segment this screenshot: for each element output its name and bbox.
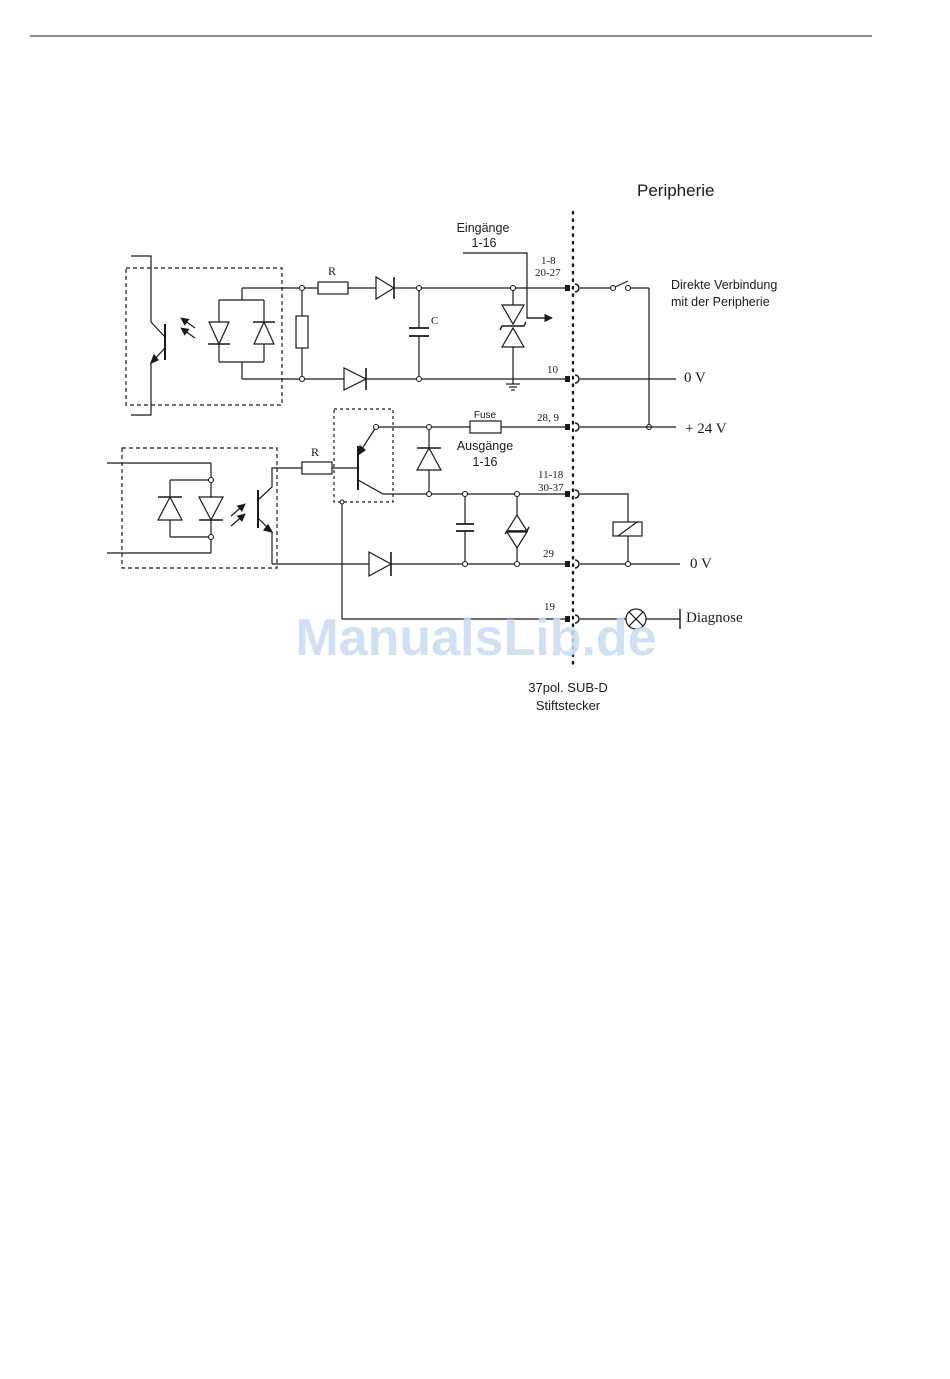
peripherie-label: Peripherie <box>637 181 715 200</box>
outputs-label-1: Ausgänge <box>457 439 513 453</box>
output-fuse <box>470 421 501 433</box>
output-circuit <box>107 409 680 629</box>
input-resistor <box>318 282 348 294</box>
input-circuit <box>126 253 676 427</box>
input-led-diode-1 <box>209 322 229 344</box>
input-resistor-label: R <box>328 264 336 278</box>
output-0v-pin-label: 29 <box>543 548 555 560</box>
outputs-label-2: 1-16 <box>472 455 497 469</box>
output-tvs-diode-bottom <box>507 532 527 548</box>
output-freewheel-diode <box>417 448 441 470</box>
inputs-label-1: Eingänge <box>457 221 510 235</box>
output-24v-rail-label: + 24 V <box>685 421 727 437</box>
output-optocoupler-box <box>122 448 277 568</box>
connector-label-2: Stiftstecker <box>536 698 601 713</box>
output-0v-rail-label: 0 V <box>690 556 712 572</box>
watermark: ManualsLib.de <box>295 609 656 667</box>
output-switch-box <box>334 409 393 502</box>
connector-label-1: 37pol. SUB-D <box>528 680 607 695</box>
input-shunt-resistor <box>296 316 308 348</box>
output-pins-label-2: 30-37 <box>538 482 564 494</box>
input-led-diode-2 <box>254 322 274 344</box>
input-light-arrow-1 <box>181 318 195 328</box>
output-pins-label-1: 11-18 <box>538 469 564 481</box>
input-pins-label-2: 20-27 <box>535 267 561 279</box>
output-tvs-diode-top <box>507 515 527 531</box>
output-resistor-label: R <box>311 445 319 459</box>
input-0v-pin-label: 10 <box>547 364 559 376</box>
input-junctions <box>300 286 652 430</box>
input-tvs-diode-bottom <box>502 328 524 347</box>
input-return-diode <box>344 368 366 390</box>
fuse-label: Fuse <box>474 410 497 421</box>
output-resistor <box>302 462 332 474</box>
input-tvs-diode-top <box>502 305 524 324</box>
input-light-arrow-2 <box>181 328 195 338</box>
input-series-diode <box>376 277 394 299</box>
output-led-diode-2 <box>199 497 223 520</box>
direct-connection-label-2: mit der Peripherie <box>671 295 770 309</box>
input-0v-rail-label: 0 V <box>684 370 706 386</box>
output-light-arrow-1 <box>231 504 245 516</box>
output-led-diode-1 <box>158 497 182 520</box>
output-24v-pin-label: 28, 9 <box>537 412 560 424</box>
input-capacitor-label: C <box>431 315 438 327</box>
diagnose-label: Diagnose <box>686 610 743 626</box>
output-light-arrow-2 <box>231 514 245 526</box>
inputs-label-2: 1-16 <box>471 236 496 250</box>
input-label-leader <box>463 253 552 318</box>
output-return-diode <box>369 552 391 576</box>
input-pins-label-1: 1-8 <box>541 255 556 267</box>
direct-connection-label-1: Direkte Verbindung <box>671 278 777 292</box>
